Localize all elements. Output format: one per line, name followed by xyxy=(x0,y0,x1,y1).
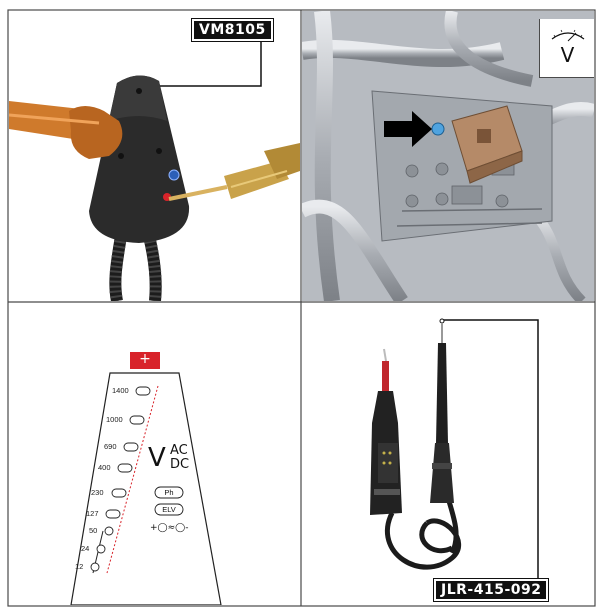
dc-label: DC xyxy=(170,458,189,472)
voltage-symbol: V xyxy=(148,444,166,472)
elv-label: ELV xyxy=(155,505,183,515)
level-1400: 1400 xyxy=(112,386,129,395)
polarity-legend: +◯≈◯- xyxy=(150,523,188,533)
level-127: 127 xyxy=(86,509,99,518)
voltage-tester-illustration xyxy=(302,303,594,605)
ph-label: Ph xyxy=(155,488,183,498)
tool-tag-vm8105: VM8105 xyxy=(192,19,273,41)
panel-jlr-415-092: JLR-415-092 xyxy=(302,303,594,605)
panel-engine-bay: V xyxy=(302,11,594,301)
level-400: 400 xyxy=(98,463,111,472)
level-690: 690 xyxy=(104,442,117,451)
level-1000: 1000 xyxy=(106,415,123,424)
vm8105-illustration xyxy=(9,11,300,301)
plus-symbol: + xyxy=(130,350,160,368)
level-24: 24 xyxy=(81,544,89,553)
voltmeter-icon-box: V xyxy=(539,19,594,78)
level-12: 12 xyxy=(75,562,83,571)
panel-vm8105: VM8105 xyxy=(9,11,300,301)
panel-voltage-scale: + 1400 1000 690 400 230 127 50 24 12 V A… xyxy=(9,303,300,605)
voltmeter-symbol: V xyxy=(540,43,594,67)
level-50: 50 xyxy=(89,526,97,535)
ac-label: AC xyxy=(170,444,188,458)
tool-tag-jlr-415-092: JLR-415-092 xyxy=(434,579,548,601)
level-230: 230 xyxy=(91,488,104,497)
